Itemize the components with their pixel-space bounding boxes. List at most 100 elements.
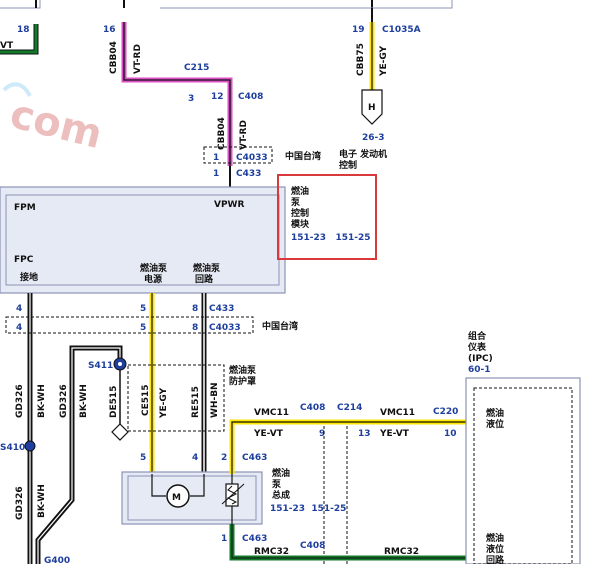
pin-5-c433: 5 xyxy=(140,304,146,314)
instrument-cluster-ipc xyxy=(465,377,581,564)
upper-frame-right xyxy=(160,0,453,9)
pin-4-c433: 4 xyxy=(16,304,22,314)
wire-color-vt-rd: VT-RD xyxy=(133,44,143,74)
connector-c463-top: C463 xyxy=(242,453,267,463)
fuel-pump-control-module xyxy=(0,186,286,294)
connector-c215: C215 xyxy=(184,63,209,73)
pin-3: 3 xyxy=(188,94,194,104)
pump-inner-frame xyxy=(127,475,257,521)
splice-label-s410: S410 xyxy=(0,443,25,453)
wire-color-bk-wh-c: BK-WH xyxy=(37,484,47,518)
ipc-label-line1: 组合 xyxy=(468,330,487,342)
label-pump-return-line1: 燃油泵 xyxy=(193,262,221,274)
wire-label-gd326-c: GD326 xyxy=(15,486,25,520)
pin-18: 18 xyxy=(17,25,30,35)
pin-fpc: FPC xyxy=(14,255,34,265)
pin-16: 16 xyxy=(103,25,116,35)
pin-8-c4033: 8 xyxy=(192,323,198,333)
connector-c4033-lower: C4033 xyxy=(209,323,241,333)
connector-c433-upper: C433 xyxy=(236,169,261,179)
pump-label-line3: 总成 xyxy=(272,489,290,501)
wire-gd326-shield xyxy=(35,345,123,564)
engine-control-line1: 电子 发动机 xyxy=(339,148,387,160)
wire-label-vmc11-b: VMC11 xyxy=(380,408,415,418)
wire-gd326-shield-core xyxy=(37,347,121,564)
fuel-pump-assembly xyxy=(121,471,263,525)
wire-label-rmc32-b: RMC32 xyxy=(384,547,419,557)
highlight-line1: 燃油 xyxy=(291,185,309,197)
ref-26-3: 26-3 xyxy=(362,133,385,143)
wire-label-de515: DE515 xyxy=(109,386,119,418)
shield-terminal xyxy=(111,423,129,441)
pump-label-line1: 燃油 xyxy=(272,467,290,479)
pin-19: 19 xyxy=(352,25,365,35)
splice-label-s411: S411 xyxy=(88,361,113,371)
pin-13: 13 xyxy=(358,429,371,439)
wire-color-bk-wh-b: BK-WH xyxy=(79,384,89,418)
wire-color-bk-wh-a: BK-WH xyxy=(37,384,47,418)
pin-12: 12 xyxy=(211,92,224,102)
pin-5-c463: 5 xyxy=(140,453,146,463)
wire-color-vt: VT xyxy=(0,41,14,51)
shield-label-line2: 防护罩 xyxy=(229,375,256,387)
pin-1-c4033: 1 xyxy=(213,153,219,163)
ipc-inner-dashed xyxy=(473,387,573,564)
label-pump-power-line1: 燃油泵 xyxy=(140,262,168,274)
connector-box-c4033-upper xyxy=(203,146,273,164)
connector-box-c4033-lower xyxy=(5,316,254,334)
ipc-fuel-return-line1: 燃油 xyxy=(486,532,504,544)
highlight-refs: 151-23 151-25 xyxy=(291,233,371,243)
ipc-fuel-return-line3: 回路 xyxy=(486,554,505,564)
wire-label-ce515: CE515 xyxy=(141,384,151,416)
upper-frame-left xyxy=(0,0,41,9)
wire-color-ye-vt-a: YE-VT xyxy=(253,429,284,439)
connector-c1035a: C1035A xyxy=(382,25,421,35)
connector-h-symbol xyxy=(361,89,383,125)
wire-cbb04-core xyxy=(123,22,231,166)
wire-label-cbb04-lower: CBB04 xyxy=(217,117,227,150)
connector-c220: C220 xyxy=(433,407,458,417)
splice-s411-center xyxy=(118,362,122,366)
motor-label: M xyxy=(172,493,181,503)
watermark-text: com xyxy=(6,91,107,158)
ipc-ref: 60-1 xyxy=(468,365,491,375)
pin-1-c463: 1 xyxy=(221,534,227,544)
connector-h-label: H xyxy=(368,103,376,113)
ipc-fuel-level-line2: 液位 xyxy=(486,418,504,430)
pin-2-c463: 2 xyxy=(221,453,227,463)
ground-g400: G400 xyxy=(44,556,70,564)
wire-label-re515: RE515 xyxy=(191,386,201,418)
connector-c408-right: C408 xyxy=(300,403,325,413)
ipc-fuel-return-line2: 液位 xyxy=(486,543,504,555)
region-taiwan-lower: 中国台湾 xyxy=(262,320,298,332)
pin-10: 10 xyxy=(444,429,457,439)
wire-label-cbb75: CBB75 xyxy=(356,43,366,76)
pin-9: 9 xyxy=(319,429,325,439)
pin-4-c4033: 4 xyxy=(16,323,22,333)
sender-resistor-zigzag xyxy=(226,485,238,505)
pump-motor-return xyxy=(190,474,205,497)
highlight-box xyxy=(277,174,377,260)
wire-label-vmc11-a: VMC11 xyxy=(254,408,289,418)
pin-5-c4033: 5 xyxy=(140,323,146,333)
wire-color-vt-rd-lower: VT-RD xyxy=(239,120,249,150)
highlight-line4: 模块 xyxy=(291,218,310,230)
connector-c408-bottom: C408 xyxy=(300,541,325,551)
pin-fpm: FPM xyxy=(14,203,36,213)
pump-refs: 151-23 151-25 xyxy=(270,504,346,514)
connector-c463-bottom: C463 xyxy=(242,534,267,544)
pin-vpwr: VPWR xyxy=(214,200,244,210)
wire-vt xyxy=(0,24,38,54)
pin-8-c433: 8 xyxy=(192,304,198,314)
ipc-label-line3: (IPC) xyxy=(468,354,493,364)
sender-wiper-arrow xyxy=(221,483,245,505)
connector-c4033-upper: C4033 xyxy=(236,153,268,163)
pump-label-line2: 泵 xyxy=(272,479,282,490)
wire-vmc11-core xyxy=(231,421,466,474)
region-taiwan-upper: 中国台湾 xyxy=(285,150,321,162)
wire-color-ye-vt-b: YE-VT xyxy=(379,429,410,439)
connector-c433-lower: C433 xyxy=(209,304,234,314)
label-pump-return-line2: 回路 xyxy=(195,273,214,285)
pin-4-c463: 4 xyxy=(192,453,198,463)
